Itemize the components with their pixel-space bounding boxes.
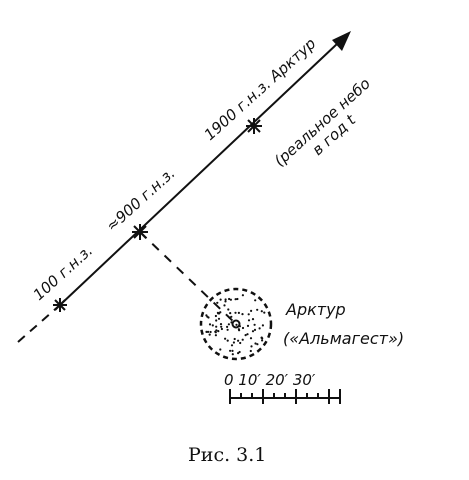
- stipple-dot: [217, 330, 220, 333]
- angular-scale-bar: [229, 389, 341, 404]
- stipple-dot: [224, 337, 227, 340]
- stipple-dot: [216, 311, 219, 314]
- stipple-dot: [230, 315, 233, 318]
- stipple-dot: [238, 350, 241, 354]
- stipple-dot: [219, 323, 223, 326]
- trajectory-line: [59, 42, 339, 306]
- stipple-dot: [232, 341, 235, 344]
- stipple-dot: [235, 323, 238, 326]
- stipple-dot: [223, 304, 226, 307]
- stipple-dot: [219, 311, 222, 314]
- stipple-dot: [237, 328, 240, 331]
- stipple-dot: [208, 323, 212, 326]
- stipple-dot: [241, 313, 244, 316]
- star-marker-100: [53, 298, 67, 312]
- stipple-dot: [239, 341, 242, 345]
- stipple-dot: [207, 330, 210, 333]
- stipple-dot: [233, 337, 236, 341]
- stipple-dot: [219, 298, 222, 301]
- stipple-dot: [228, 297, 231, 301]
- stipple-dot: [260, 310, 263, 313]
- stipple-dot: [215, 319, 218, 322]
- stipple-dot: [229, 349, 232, 352]
- stipple-dot: [205, 314, 208, 317]
- stipple-dot: [224, 298, 227, 301]
- stipple-dot: [227, 323, 230, 326]
- almagest-uncertainty-circle: [199, 287, 273, 361]
- label-arcturus: Арктур: [285, 300, 346, 319]
- stipple-dot: [251, 318, 255, 321]
- stipple-dot: [263, 311, 266, 314]
- stipple-dot: [254, 299, 257, 302]
- figure-caption: Рис. 3.1: [188, 444, 266, 466]
- label-almagest: («Альмагест»): [283, 329, 404, 348]
- connector-dashed-line: [139, 231, 237, 325]
- stipple-dot: [241, 294, 244, 297]
- stipple-dot: [229, 298, 232, 301]
- stipple-dot: [234, 311, 237, 314]
- stipple-dot: [226, 339, 229, 342]
- stipple-dot: [231, 349, 234, 352]
- stipple-dot: [205, 330, 208, 333]
- stipple-dot: [247, 313, 250, 316]
- stipple-dot: [226, 328, 229, 331]
- stipple-dot: [246, 333, 249, 336]
- stipple-dot: [250, 309, 253, 312]
- stipple-dot: [220, 325, 223, 328]
- stipple-dot: [214, 331, 217, 334]
- stipple-dot: [231, 353, 234, 356]
- stipple-dot: [249, 349, 252, 353]
- stipple-dot: [256, 343, 259, 346]
- stipple-dot: [224, 300, 227, 303]
- stipple-dot: [258, 327, 261, 330]
- stipple-dot: [254, 342, 257, 345]
- stipple-dot: [227, 308, 230, 311]
- stipple-dot: [241, 326, 245, 330]
- stipple-dot: [241, 338, 244, 341]
- stipple-dot: [261, 339, 264, 342]
- stipple-dot: [215, 329, 218, 332]
- stipple-dot: [209, 330, 212, 334]
- scale-labels: 0 10′ 20′ 30′: [224, 371, 316, 389]
- stipple-dot: [230, 344, 234, 347]
- stipple-dot: [246, 324, 250, 327]
- stipple-dot: [249, 337, 253, 340]
- stipple-dot: [228, 316, 231, 319]
- stipple-dot: [236, 297, 239, 301]
- stipple-dot: [211, 324, 214, 327]
- trajectory-dashed-start: [17, 304, 61, 343]
- stipple-dot: [219, 348, 222, 351]
- stipple-dot: [253, 328, 257, 331]
- stipple-dot: [261, 324, 264, 327]
- stipple-dot: [214, 314, 217, 318]
- stipple-dot: [216, 301, 219, 304]
- stipple-dot: [260, 336, 263, 339]
- stipple-dot: [250, 345, 253, 348]
- stipple-dot: [229, 312, 232, 315]
- label-year-100: 100 г.н.з.: [30, 241, 97, 303]
- stipple-dot: [226, 325, 229, 328]
- trajectory-arrowhead: [332, 31, 351, 51]
- stipple-dot: [251, 330, 255, 333]
- stipple-dot: [208, 333, 211, 336]
- stipple-dot: [237, 311, 240, 314]
- stipple-dot: [237, 339, 240, 342]
- stipple-dot: [247, 319, 251, 322]
- stipple-dot: [234, 298, 237, 301]
- stipple-dot: [244, 334, 247, 337]
- stipple-dot: [253, 323, 256, 326]
- stipple-dot: [220, 327, 223, 331]
- star-marker-1900: [246, 118, 262, 134]
- stipple-dot: [215, 325, 218, 328]
- stipple-dot: [256, 308, 259, 311]
- stipple-dot: [217, 317, 221, 320]
- stipple-dot: [214, 334, 217, 337]
